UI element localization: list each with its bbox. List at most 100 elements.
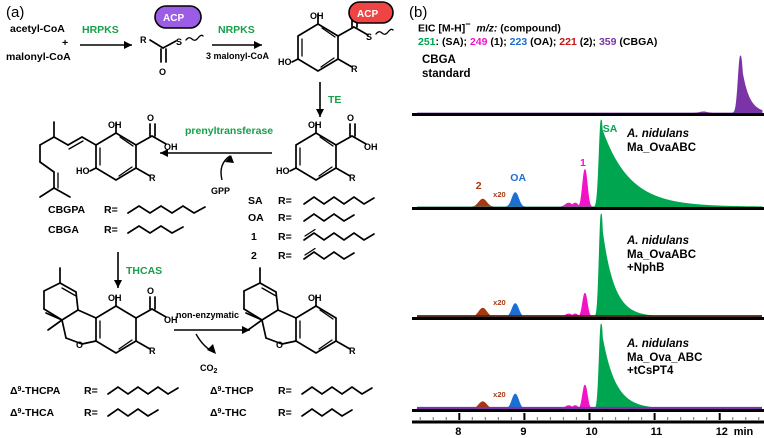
peak-label-oa: OA xyxy=(510,172,527,184)
cofactor-malonyl: 3 malonyl-CoA xyxy=(206,51,270,61)
acp-label-2: ACP xyxy=(357,9,378,20)
thca-ooh: OH xyxy=(164,315,178,325)
chain-heptyl-sa xyxy=(303,195,375,206)
atom-oh-top1: OH xyxy=(310,11,324,21)
eic-legend-compound-4: (CBGA) xyxy=(616,35,658,48)
enzyme-nrpks: NRPKS xyxy=(218,24,255,36)
rc-row-2-name: 1 xyxy=(251,231,257,243)
enzyme-te: TE xyxy=(328,94,341,106)
thc-r: R xyxy=(349,346,356,356)
thca-row-1-name: Δ9-THCA xyxy=(10,407,55,419)
trace-label-1-line-0: A. nidulans xyxy=(627,128,689,140)
eic-legend-mz-221: 221 xyxy=(559,35,577,48)
eic-legend-title: EIC [M-H]− m/z: (compound) xyxy=(418,18,657,36)
x-axis-unit-label: min xyxy=(733,426,754,438)
eic-legend-mz: m/z: xyxy=(476,22,498,35)
trace-2-series-249-1- xyxy=(417,292,762,318)
tetraketide-acp-structure: OH HO O S ACP R xyxy=(278,1,394,74)
thca-pyran-o: O xyxy=(76,340,83,350)
cbg-row-1-name: CBGA xyxy=(48,224,79,236)
acp-bubble-2 xyxy=(348,1,394,24)
label-non-enzymatic: non-enzymatic xyxy=(176,310,239,320)
atom-r-4: R xyxy=(149,173,156,183)
atom-o-3: O xyxy=(347,113,354,123)
trace-label-1-line-1: Ma_OvaABC xyxy=(627,141,697,154)
atom-o-4: O xyxy=(147,113,154,123)
resorcylic-acid-structure: OH HO O OH R xyxy=(276,113,378,183)
cofactor-gpp: GPP xyxy=(211,186,230,196)
cbg-row-1-r: R= xyxy=(104,224,118,236)
atom-r-1: R xyxy=(140,35,147,45)
chain-heptyl-thcp xyxy=(301,385,373,396)
thca-r: R xyxy=(149,346,156,356)
eic-legend-compound-2: (OA); xyxy=(527,35,560,48)
chain-pentyl-cbga xyxy=(127,224,184,235)
label-co2: CO2 xyxy=(200,363,218,375)
enzyme-prenyltransferase: prenyltransferase xyxy=(185,125,273,137)
peak-label-1: 1 xyxy=(579,157,586,169)
atom-ho-2: HO xyxy=(276,166,290,176)
thc-pyran-o: O xyxy=(276,340,283,350)
rc-row-0-r: R= xyxy=(278,195,292,207)
atom-oh-top2: OH xyxy=(308,120,322,130)
thca-row-1-r: R= xyxy=(84,407,98,419)
chain-heptyl-cbgpa xyxy=(127,204,206,215)
x-axis-tick-label-8: 8 xyxy=(455,426,462,438)
eic-legend-mz-223: 223 xyxy=(509,35,528,48)
atom-s-2: S xyxy=(366,32,372,42)
x-axis-tick-label-11: 11 xyxy=(650,426,663,438)
atom-r-2: R xyxy=(351,64,358,74)
peak-label-sa: SA xyxy=(602,123,618,135)
x-axis-tick-label-10: 10 xyxy=(585,426,598,438)
rc-row-1-r: R= xyxy=(278,212,292,224)
trace-label-0-line-1: standard xyxy=(422,67,471,80)
rc-row-3-name: 2 xyxy=(251,250,257,262)
x20-annotation-1: x20 xyxy=(493,190,506,199)
eic-legend-title-pre: EIC [M-H] xyxy=(418,22,466,35)
peak-label-2: 2 xyxy=(475,180,482,192)
panel-b-tag: (b) xyxy=(409,4,428,21)
acp-label-1: ACP xyxy=(163,13,184,24)
rc-row-3-r: R= xyxy=(278,250,292,262)
trace-2-series-251-sa- xyxy=(417,213,762,318)
trace-label-2-line-2: +NphB xyxy=(627,262,665,274)
rc-row-1-name: OA xyxy=(248,212,264,224)
enzyme-thcas: THCAS xyxy=(126,265,162,277)
rc-row-2-r: R= xyxy=(278,231,292,243)
atom-oh-acid2: OH xyxy=(164,142,178,152)
atom-ho-3: HO xyxy=(76,166,90,176)
chain-heptyl-thcpa xyxy=(107,385,179,396)
thc-structure: OH R O xyxy=(243,267,356,356)
substrate-acetyl-coa: acetyl-CoA xyxy=(10,23,65,35)
thc-row-0-name: Δ9-THCP xyxy=(210,385,254,397)
substrate-plus: + xyxy=(62,37,68,49)
x-axis-tick-label-12: 12 xyxy=(715,426,728,438)
cbg-row-0-name: CBGPA xyxy=(48,204,86,216)
atom-o-1: O xyxy=(159,67,166,77)
cbg-row-0-r: R= xyxy=(104,204,118,216)
trace-label-0-line-0: CBGA xyxy=(422,54,456,66)
substrate-malonyl-coa: malonyl-CoA xyxy=(6,51,71,63)
x-axis-tick-label-9: 9 xyxy=(520,426,527,438)
trace-label-2-line-1: Ma_OvaABC xyxy=(627,248,697,261)
thc-oh: OH xyxy=(308,293,322,303)
eic-legend-compound: (compound) xyxy=(500,22,561,35)
eic-legend-compound-0: : (SA); xyxy=(435,35,470,48)
trace-label-3-line-2: +tCsPT4 xyxy=(627,365,674,377)
cbga-structure: OH HO O OH R xyxy=(39,113,178,198)
chain-pentyl-thca xyxy=(107,407,159,418)
trace-1-series-249-1- xyxy=(417,169,762,208)
eic-legend-compound-3: (2); xyxy=(576,35,599,48)
eic-legend-mz-249: 249 xyxy=(469,35,488,48)
thc-row-0-r: R= xyxy=(278,385,292,397)
atom-oh-top3: OH xyxy=(108,120,122,130)
trace-3-series-251-sa- xyxy=(417,323,762,410)
x20-annotation-3: x20 xyxy=(493,390,506,399)
chromatogram-svg xyxy=(412,55,764,424)
